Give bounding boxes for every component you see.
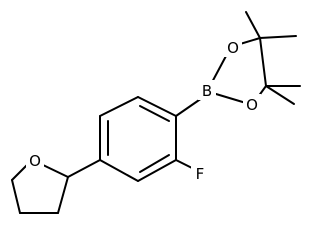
atom-oxygen-upper: O — [227, 39, 239, 57]
atom-oxygen-lower: O — [246, 96, 258, 114]
bond-c3-c2 — [57, 176, 69, 214]
bond-o-upper-c — [239, 37, 261, 45]
tetrahydrofuran-ring — [11, 159, 101, 214]
bond-o-c5 — [11, 164, 28, 181]
methyl-4 — [265, 85, 295, 105]
atom-oxygen-ring: O — [29, 152, 41, 170]
atom-labels: B O O F O — [26, 37, 261, 183]
methyl-groups — [245, 11, 301, 105]
methyl-2 — [259, 35, 297, 39]
bond-cc-ring — [259, 37, 267, 87]
atom-boron: B — [202, 82, 212, 100]
double-bond-c1-c2 — [139, 105, 170, 122]
atom-fluorine: F — [196, 165, 205, 183]
bond-c-b — [175, 97, 203, 117]
molecule-structure: B O O F O — [11, 11, 301, 214]
bond-c4-c5 — [99, 159, 139, 182]
bond-c2-o — [42, 164, 69, 178]
bond-aryl-thf — [67, 159, 101, 178]
bond-b-o-lower — [215, 93, 247, 104]
methyl-1 — [245, 11, 261, 39]
bond-c3-c4 — [137, 159, 177, 182]
double-bond-c3-c4 — [139, 154, 170, 173]
bond-c1-c2 — [137, 96, 177, 117]
benzene-ring — [99, 96, 177, 182]
bond-c6-c1 — [99, 96, 139, 117]
bond-c5-c4 — [11, 179, 21, 214]
